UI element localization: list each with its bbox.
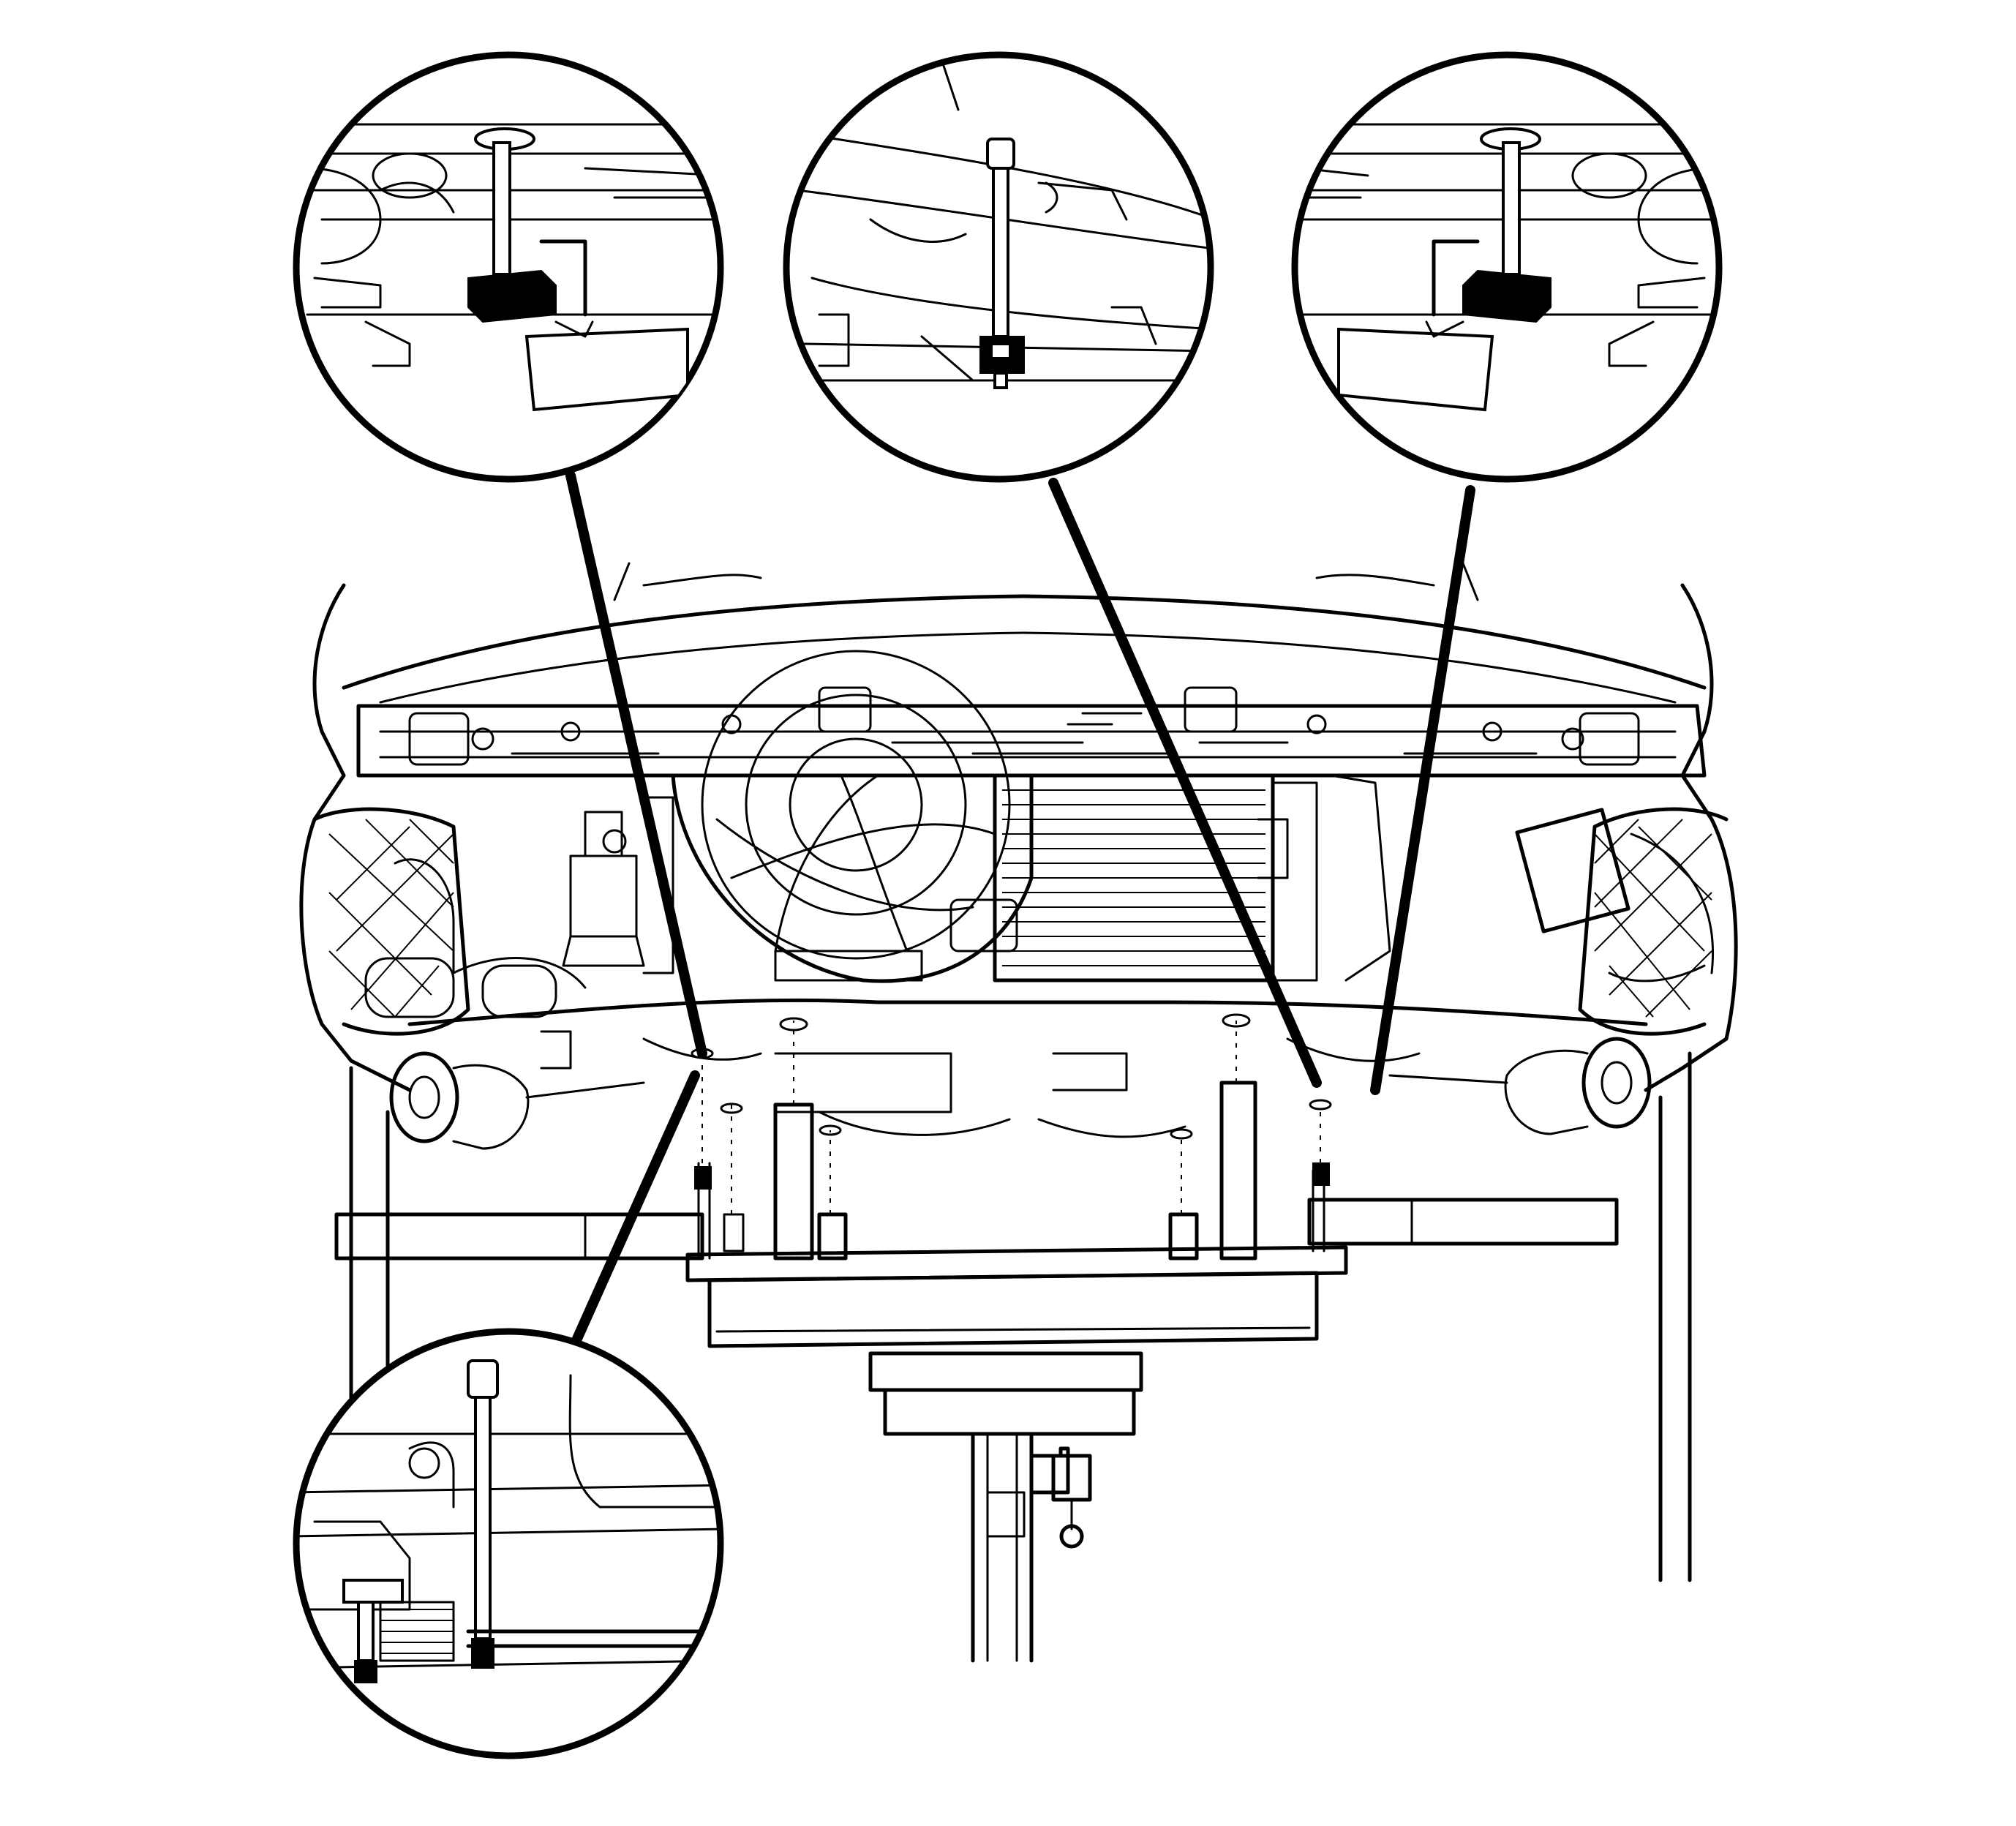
left-grille	[312, 807, 470, 1036]
clamp-icon	[467, 127, 689, 412]
bolt-icon	[979, 138, 1025, 389]
inset-top-right	[1291, 51, 1723, 483]
bolt-icon	[342, 1359, 721, 1683]
callout-leaders	[565, 470, 1475, 1359]
body-outline	[299, 583, 1738, 1092]
left-knuckle	[389, 1051, 645, 1150]
jack-saddle	[868, 1351, 1143, 1392]
inset-top-center	[783, 51, 1214, 483]
support-fixture	[685, 1013, 1348, 1663]
cradle-plate	[685, 1245, 1348, 1282]
left-components	[364, 796, 674, 1070]
crossmember	[356, 686, 1707, 778]
inset-bottom-left	[293, 1328, 724, 1759]
fixture-post-1	[773, 1102, 814, 1260]
vehicle-front-assembly	[299, 562, 1738, 1582]
clamp-icon	[1337, 127, 1552, 412]
jack-post	[971, 1432, 1034, 1663]
radiator-core	[993, 773, 1391, 982]
inset-top-left	[293, 51, 724, 483]
cooling-fan	[671, 650, 1034, 983]
right-grille	[1515, 807, 1729, 1036]
hood-line	[342, 594, 1707, 690]
lower-valance	[407, 998, 1648, 1026]
fixture-post-2	[1219, 1081, 1257, 1260]
right-knuckle	[1388, 1037, 1652, 1135]
